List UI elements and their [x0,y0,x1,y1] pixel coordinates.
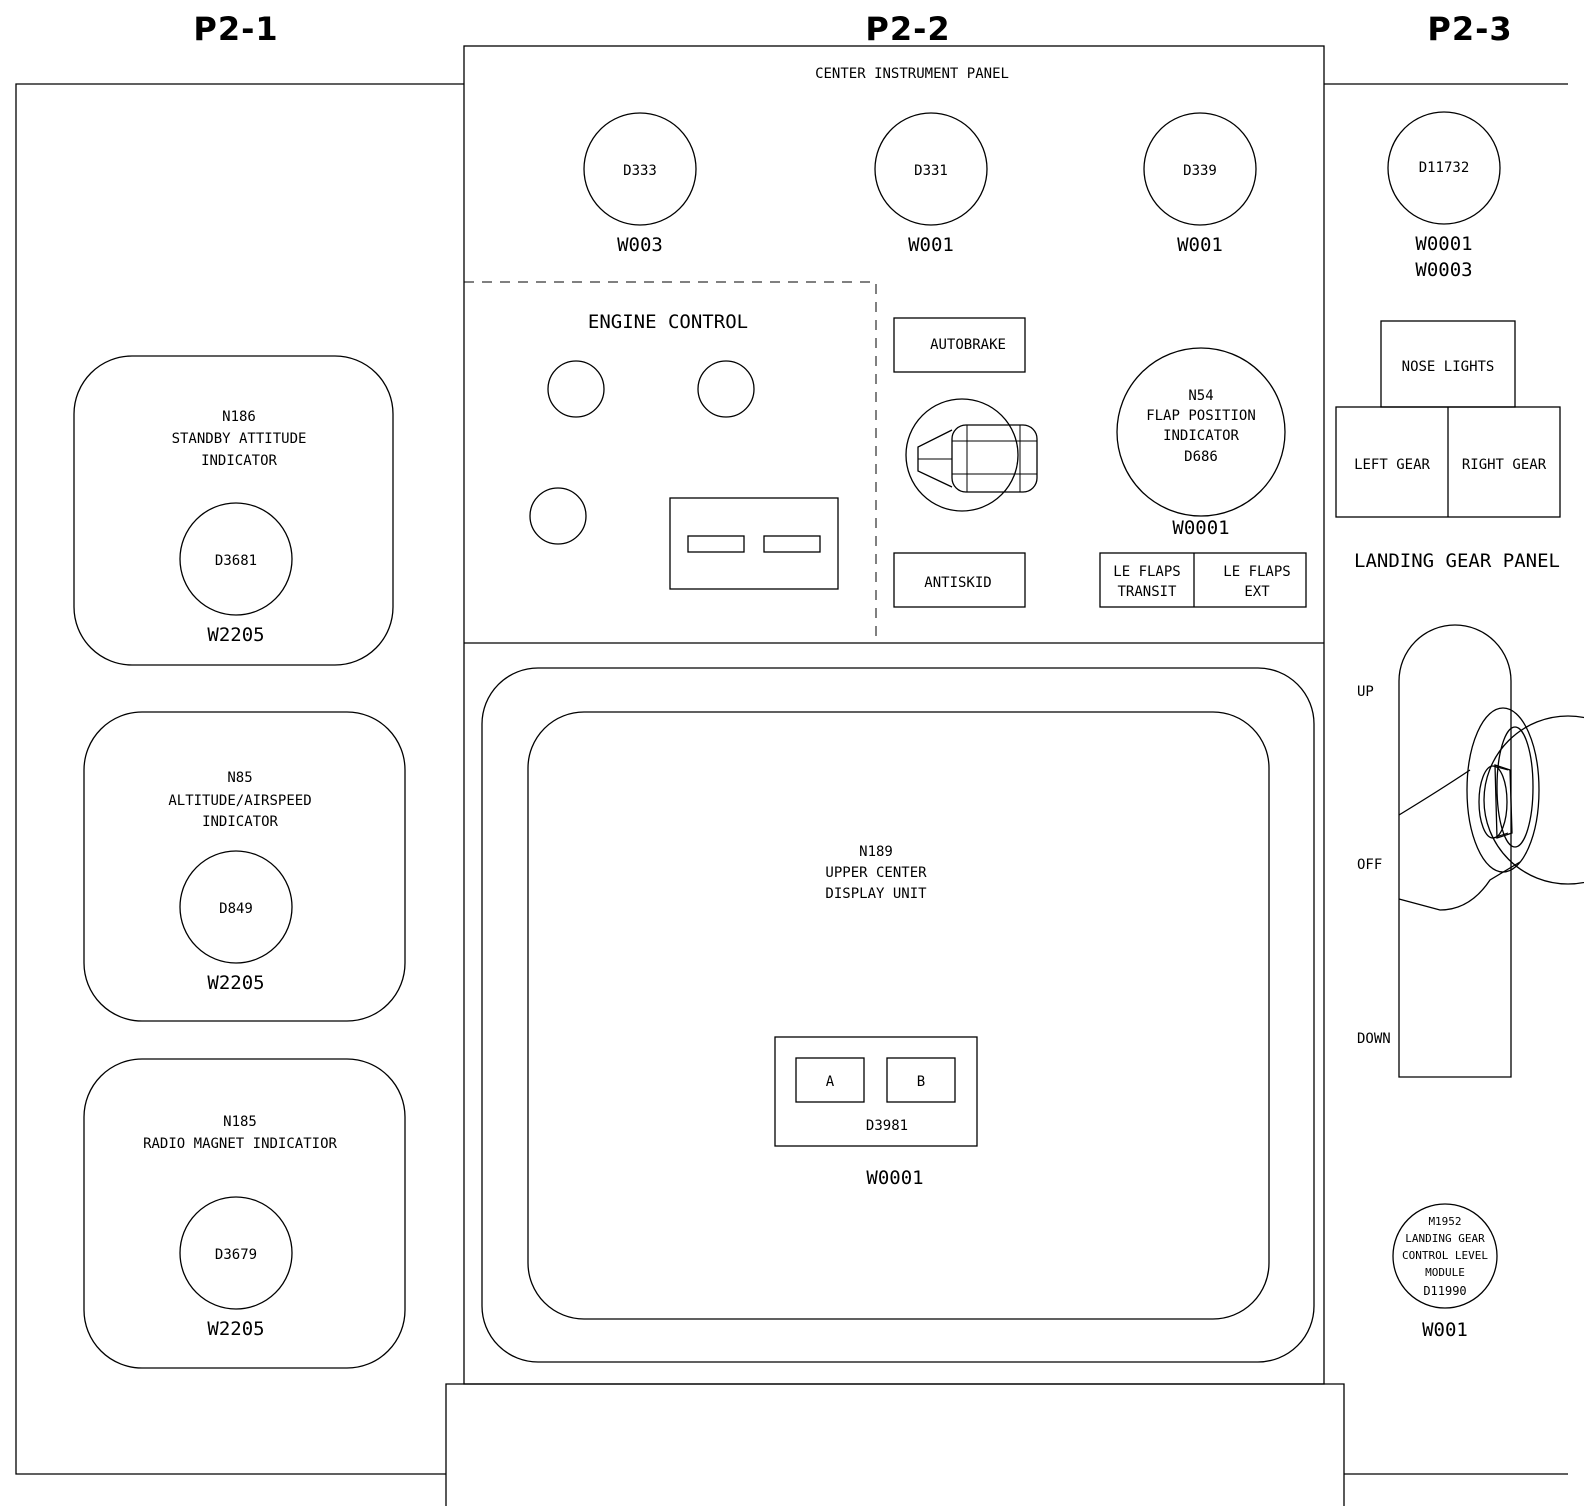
altitude-line3: INDICATOR [202,814,278,830]
display-button-a-label: A [826,1074,835,1090]
nose-lights-label: NOSE LIGHTS [1402,359,1495,375]
display-unit-line1: N189 [859,844,893,860]
altitude-connector: D849 [219,901,253,917]
connector-d11732-label: D11732 [1419,160,1470,176]
module-wire: W001 [1422,1319,1468,1341]
altitude-line2: ALTITUDE/AIRSPEED [168,793,311,809]
standby-attitude-indicator: N186 STANDBY ATTITUDE INDICATOR D3681 W2… [73,355,394,666]
connector-d339: D339 W001 [1143,112,1257,256]
left-gear-label: LEFT GEAR [1354,457,1430,473]
module-line1: M1952 [1428,1215,1461,1228]
wire-w003-label: W003 [617,234,663,256]
display-unit-line3: DISPLAY UNIT [825,886,927,902]
landing-gear-control-module: M1952 LANDING GEAR CONTROL LEVEL MODULE … [1392,1203,1498,1341]
engine-knob-1 [547,360,605,418]
engine-knob-3 [529,487,587,545]
antiskid-label: ANTISKID [924,575,991,591]
display-wire-label: W0001 [866,1167,923,1189]
altitude-line1: N85 [227,770,252,786]
upper-center-display-unit: N189 UPPER CENTER DISPLAY UNIT A B D3981… [481,667,1315,1363]
connector-d331: D331 W001 [874,112,988,256]
le-flaps-ext-line1: LE FLAPS [1223,564,1290,580]
standby-line3: INDICATOR [201,453,277,469]
gear-down-label: DOWN [1357,1031,1391,1047]
le-flaps-ext-line2: EXT [1244,584,1270,600]
altitude-wire: W2205 [207,972,264,994]
center-panel-title: CENTER INSTRUMENT PANEL [815,66,1009,82]
engine-switch-box [669,497,839,590]
display-button-a [795,1057,865,1103]
right-wire-2: W0003 [1415,259,1472,281]
engine-knob-2 [697,360,755,418]
radio-wire: W2205 [207,1318,264,1340]
landing-gear-panel-label: LANDING GEAR PANEL [1354,550,1560,572]
display-button-b [886,1057,956,1103]
engine-control-region: ENGINE CONTROL [464,281,877,643]
flap-indicator-line4: D686 [1184,449,1218,465]
flap-indicator-line1: N54 [1188,388,1213,404]
radio-line1: N185 [223,1114,257,1130]
right-wire-1: W0001 [1415,233,1472,255]
radio-line2: RADIO MAGNET INDICATIOR [143,1136,337,1152]
wire-w001-label: W001 [908,234,954,256]
standby-line1: N186 [222,409,256,425]
display-button-b-label: B [917,1074,925,1090]
connector-d331-label: D331 [914,163,948,179]
engine-control-label: ENGINE CONTROL [588,311,748,333]
autobrake-button: AUTOBRAKE [893,317,1026,373]
le-flaps-transit-line2: TRANSIT [1117,584,1177,600]
panel-title-p2-1: P2-1 [193,10,278,48]
standby-wire: W2205 [207,624,264,646]
flap-indicator-wire: W0001 [1172,517,1229,539]
radio-connector: D3679 [215,1247,257,1263]
connector-d333: D333 W003 [583,112,697,256]
altitude-airspeed-indicator: N85 ALTITUDE/AIRSPEED INDICATOR D849 W22… [83,711,406,1022]
panel-title-p2-3: P2-3 [1427,10,1512,48]
display-connector-label: D3981 [866,1118,908,1134]
connector-d333-label: D333 [623,163,657,179]
radio-magnet-indicator: N185 RADIO MAGNET INDICATIOR D3679 W2205 [83,1058,406,1369]
autobrake-label: AUTOBRAKE [930,337,1006,353]
flap-indicator-line3: INDICATOR [1163,428,1239,444]
autobrake-selector-knob [905,398,1038,512]
flap-position-indicator: N54 FLAP POSITION INDICATOR D686 W0001 [1116,347,1286,539]
gear-up-label: UP [1357,684,1374,700]
panel-outlines [15,45,1568,1506]
standby-line2: STANDBY ATTITUDE [172,431,307,447]
connector-d11732: D11732 W0001 W0003 [1387,111,1501,281]
panel-title-p2-2: P2-2 [865,10,950,48]
antiskid-button: ANTISKID [893,552,1026,608]
right-gear-label: RIGHT GEAR [1462,457,1547,473]
standby-connector: D3681 [215,553,257,569]
display-unit-line2: UPPER CENTER [825,865,927,881]
module-line4: MODULE [1425,1266,1465,1279]
connector-d339-label: D339 [1183,163,1217,179]
module-line3: CONTROL LEVEL [1402,1249,1488,1262]
landing-gear-lever [1398,624,1584,1078]
module-connector: D11990 [1423,1284,1466,1298]
display-connector-box [774,1036,978,1147]
le-flaps-transit-line1: LE FLAPS [1113,564,1180,580]
wire-w001-label: W001 [1177,234,1223,256]
module-line2: LANDING GEAR [1405,1232,1485,1245]
le-flaps-lights: LE FLAPS TRANSIT LE FLAPS EXT [1099,552,1307,608]
gear-off-label: OFF [1357,857,1382,873]
flap-indicator-line2: FLAP POSITION [1146,408,1256,424]
gear-indicator-lights: NOSE LIGHTS LEFT GEAR RIGHT GEAR [1335,320,1561,518]
